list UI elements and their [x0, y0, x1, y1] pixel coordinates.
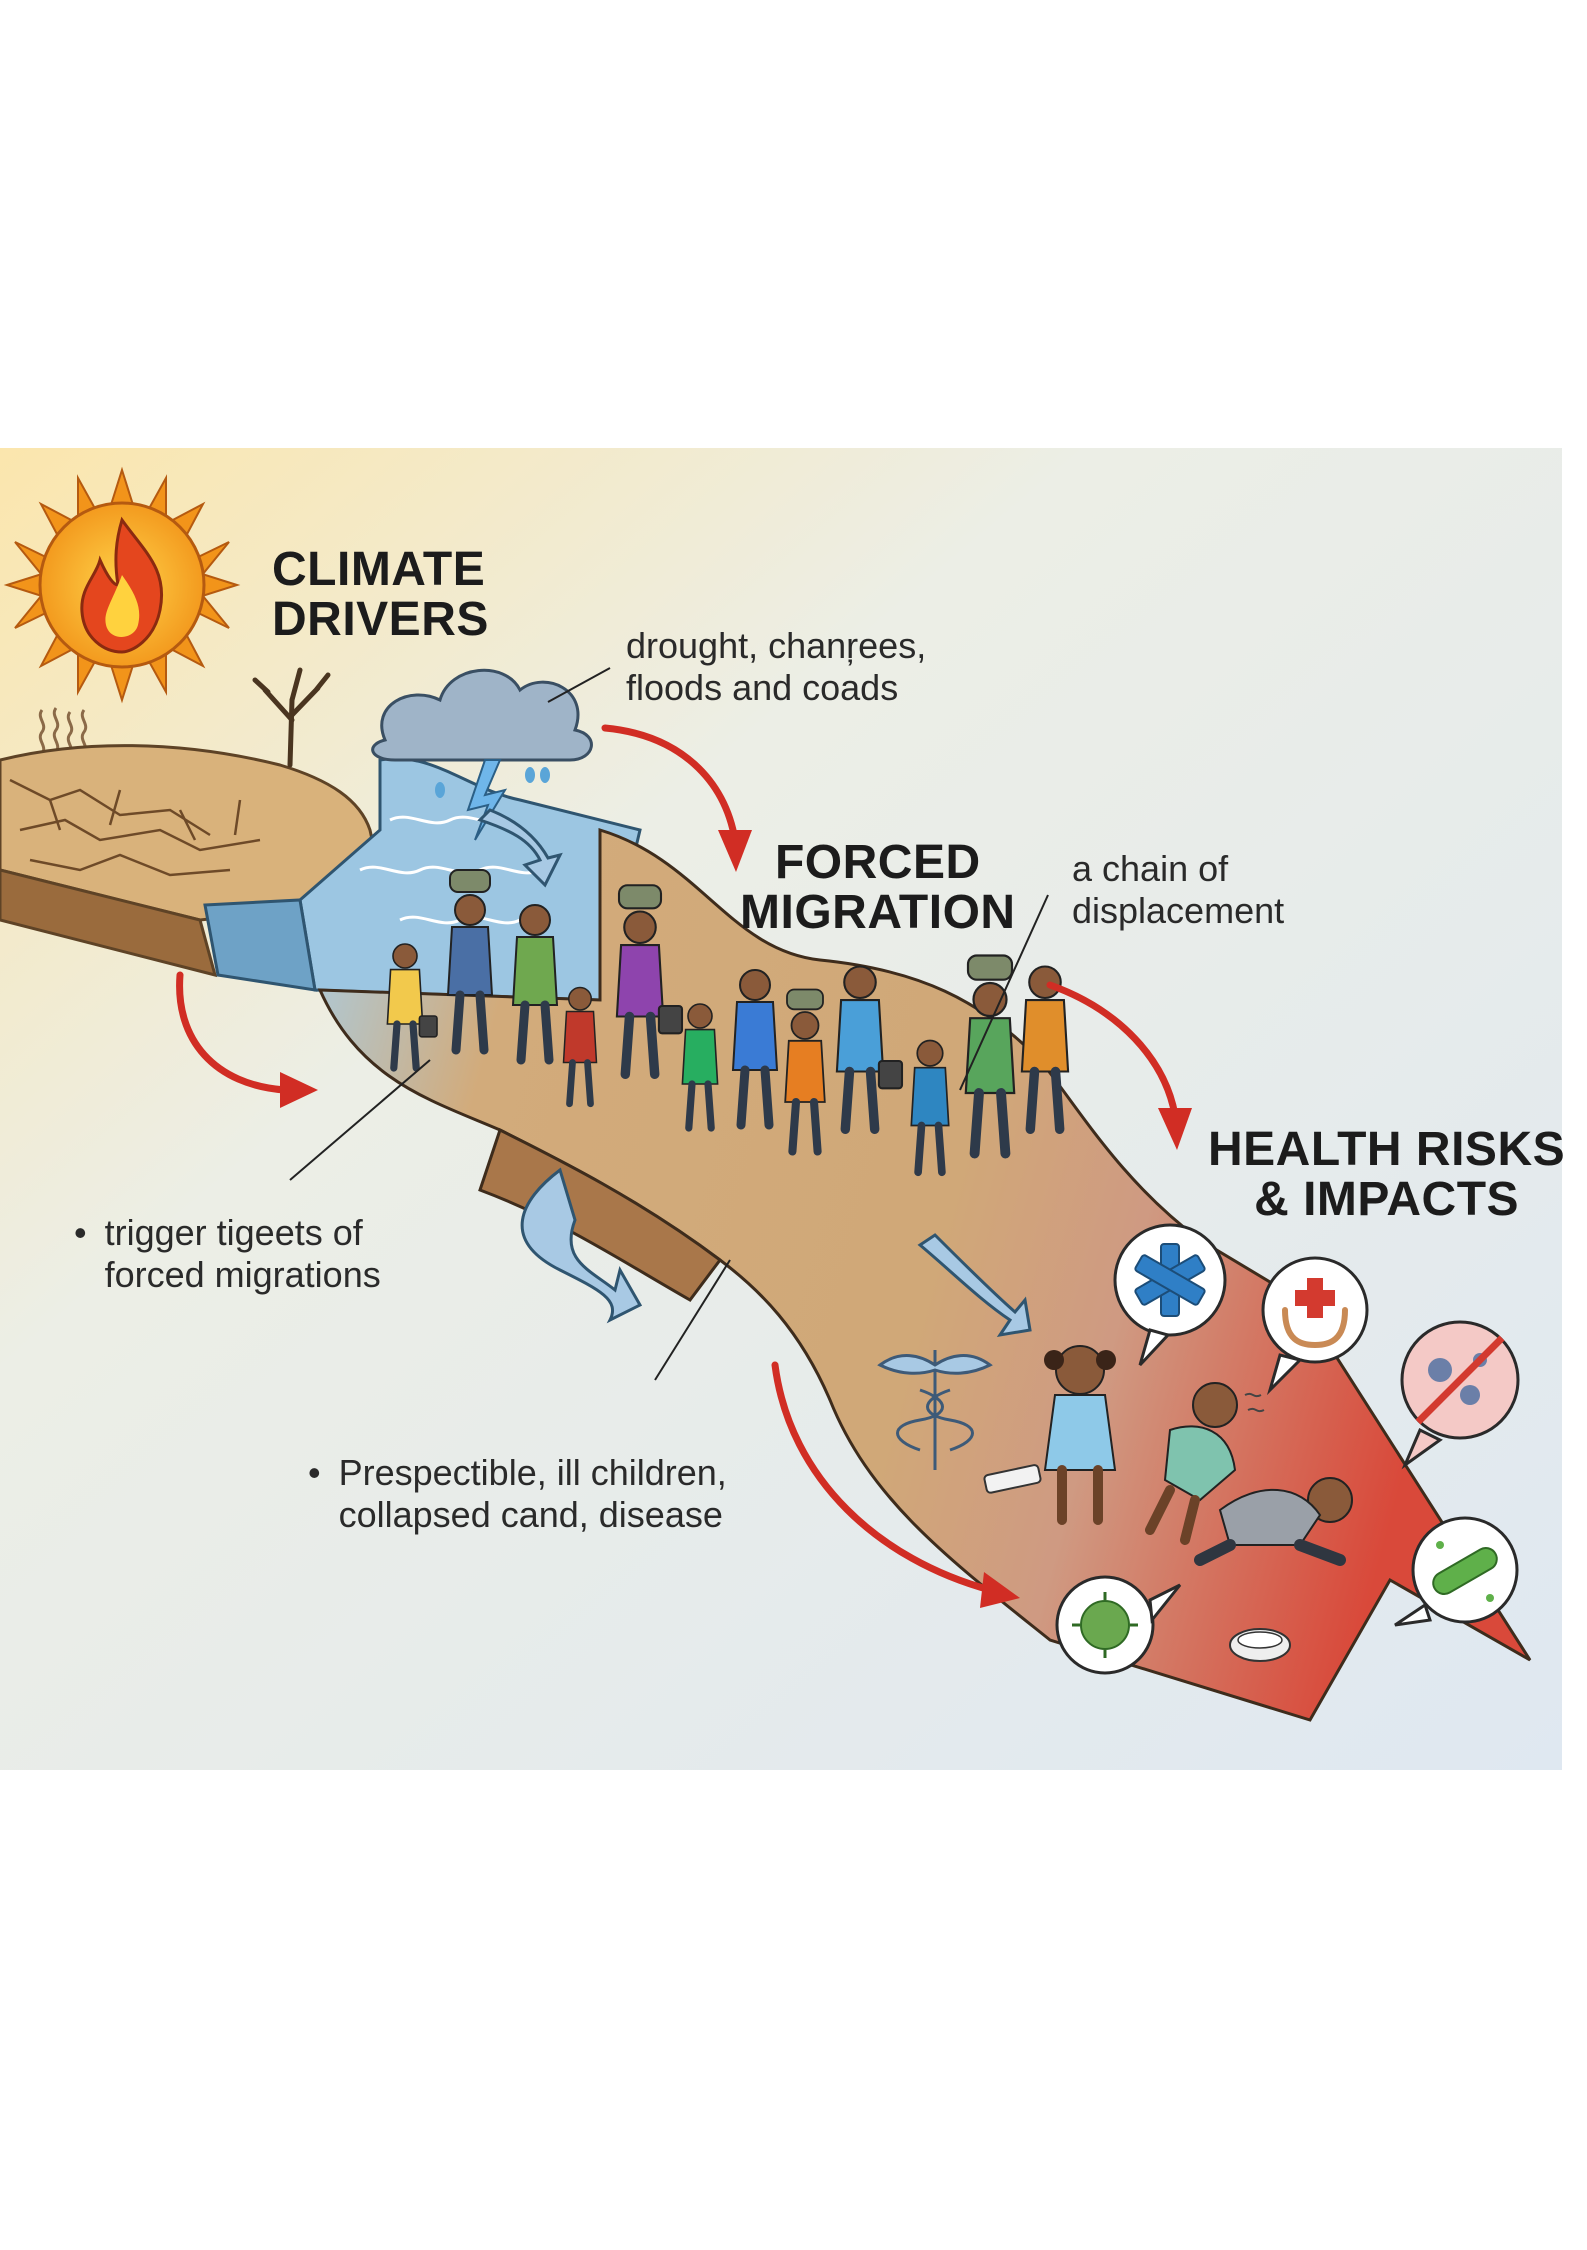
dead-tree-icon — [252, 667, 331, 768]
climate-drivers-note: drought, chanŗees, floods and coads — [626, 625, 927, 708]
migrant-figure — [511, 904, 559, 1065]
child-standing — [1043, 1345, 1117, 1525]
arrow-bottom — [771, 1361, 994, 1594]
children-note: • Prespectible, ill children, collapsed … — [308, 1452, 727, 1535]
virus-icon — [1055, 1575, 1182, 1675]
red-arrows — [176, 724, 1179, 1594]
flow-arrow-icon — [477, 808, 1032, 1338]
dry-land — [0, 744, 387, 978]
bowl-icon — [1229, 1628, 1291, 1662]
forced-migration-heading: FORCED MIGRATION — [740, 836, 1016, 939]
migrant-figure — [910, 1039, 950, 1177]
migrating-people — [386, 869, 1070, 1177]
migrant-figure — [681, 1003, 719, 1132]
medical-star-icon — [1113, 1223, 1227, 1367]
migrant-figure — [964, 954, 1016, 1159]
migrant-figure — [1020, 965, 1070, 1134]
ointment-tube — [983, 1464, 1042, 1494]
sick-children — [1043, 1345, 1353, 1566]
arrow-drivers-to-migration — [601, 724, 739, 844]
red-arrowheads — [280, 830, 1192, 1608]
no-germs-icon — [1400, 1320, 1520, 1470]
migrant-figure — [562, 986, 598, 1108]
migrant-figure — [386, 943, 438, 1072]
migrant-figure — [784, 988, 826, 1156]
chain-of-displacement-note: a chain of displacement — [1072, 848, 1285, 931]
migrant-figure — [615, 884, 684, 1079]
climate-drivers-heading: CLIMATE DRIVERS — [272, 543, 489, 646]
sun-fire-icon — [3, 466, 241, 704]
arrow-migration-to-health — [1046, 981, 1179, 1119]
leader-lines — [289, 667, 1049, 1381]
health-risks-heading: HEALTH RISKS & IMPACTS — [1208, 1123, 1566, 1226]
caduceus-icon — [877, 1350, 993, 1470]
migrant-figure — [446, 869, 494, 1055]
bacteria-icon — [1394, 1516, 1519, 1627]
arrow-left — [176, 971, 289, 1094]
migrant-figure — [731, 969, 779, 1130]
trigger-note: • trigger tigeets of forced migrations — [74, 1212, 381, 1295]
child-coughing — [1145, 1382, 1265, 1545]
bullet: • — [308, 1452, 321, 1493]
bullet: • — [74, 1212, 87, 1253]
storm-cloud-icon — [371, 668, 593, 841]
child-collapsed — [1194, 1477, 1353, 1566]
migrant-figure — [835, 965, 904, 1134]
caring-hands-icon — [1261, 1256, 1369, 1396]
